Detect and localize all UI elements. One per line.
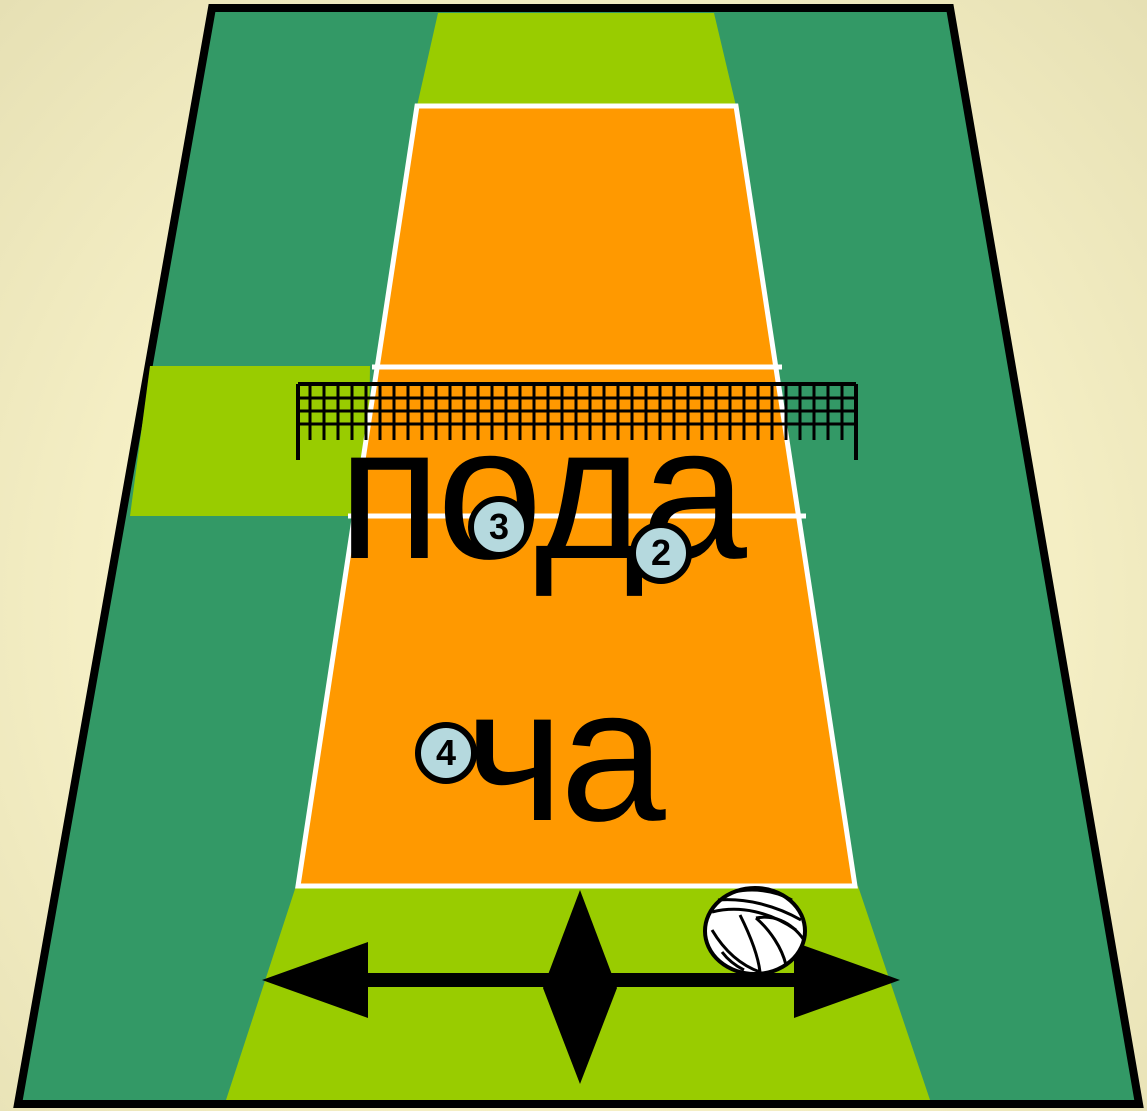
player-4: 4 [415, 722, 477, 784]
double-arrow-icon [262, 890, 900, 1084]
player-3: 3 [468, 496, 530, 558]
free-zone-top [417, 13, 736, 106]
volleyball-icon [703, 886, 807, 976]
playing-area [298, 106, 855, 886]
court-lines [295, 103, 858, 889]
label-line-2: ча [465, 649, 666, 861]
net-icon [296, 382, 858, 460]
player-2: 2 [630, 522, 692, 584]
free-zone-left [130, 366, 370, 516]
